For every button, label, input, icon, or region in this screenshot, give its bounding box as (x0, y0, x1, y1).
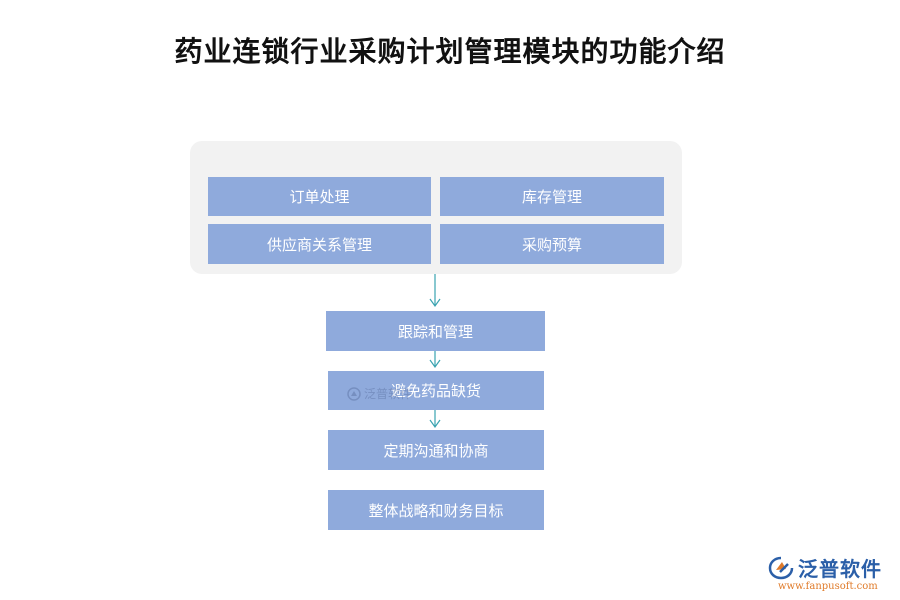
brand-url: www.fanpusoft.com (778, 581, 878, 592)
arrowhead-panel-to-step1 (429, 298, 441, 308)
step-box-strategy-financial-goals: 整体战略和财务目标 (328, 490, 544, 530)
page-title: 药业连锁行业采购计划管理模块的功能介绍 (174, 35, 726, 68)
step-box-avoid-shortage: 避免药品缺货 (328, 371, 544, 410)
watermark: 泛普软件 (347, 385, 412, 402)
step-box-tracking-management: 跟踪和管理 (326, 311, 545, 351)
fanpu-logo-icon (347, 386, 361, 401)
brand-name: 泛普软件 (798, 557, 882, 581)
step-box-regular-communication: 定期沟通和协商 (328, 430, 544, 470)
arrowhead-step2-to-step3 (429, 419, 441, 429)
function-box-inventory-management: 库存管理 (440, 177, 664, 216)
watermark-text: 泛普软件 (364, 387, 413, 401)
function-box-order-processing: 订单处理 (208, 177, 431, 216)
function-box-supplier-relationship: 供应商关系管理 (208, 224, 431, 264)
brand-logo: 泛普软件 www.fanpusoft.com (768, 553, 893, 595)
function-box-purchase-budget: 采购预算 (440, 224, 664, 264)
arrowhead-step1-to-step2 (429, 359, 441, 369)
fanpu-logo-icon (768, 556, 794, 579)
